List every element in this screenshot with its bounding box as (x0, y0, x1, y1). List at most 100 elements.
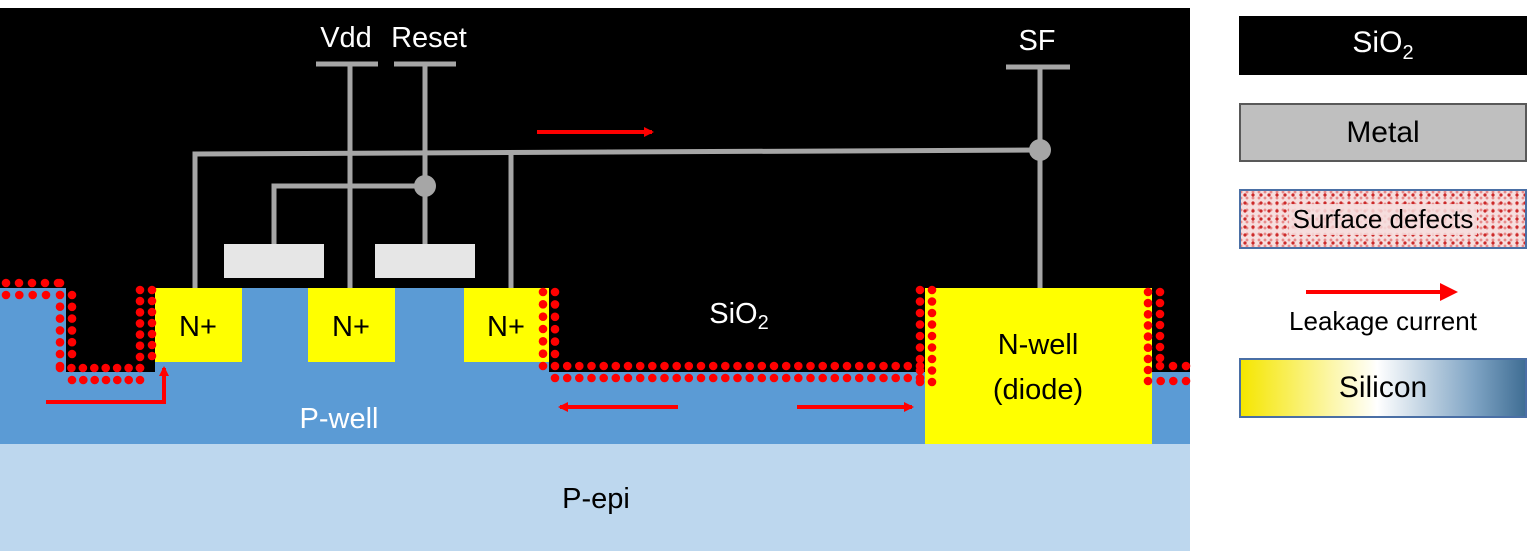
defect-dot (1155, 320, 1165, 330)
defect-dot (915, 297, 925, 306)
defect-dot (587, 373, 596, 383)
defect-dot (67, 337, 77, 347)
defect-dot (55, 349, 65, 359)
defect-dot (14, 290, 24, 300)
defect-dot (550, 337, 560, 346)
defect-dot (67, 314, 77, 323)
defect-dot (927, 377, 937, 387)
defect-dot (1155, 342, 1165, 352)
defect-dot (769, 361, 779, 371)
n-plus-label-2: N+ (332, 311, 370, 343)
defect-dot (696, 361, 706, 371)
defect-dot (135, 285, 145, 295)
defect-dot (757, 361, 767, 371)
defect-dot (55, 278, 65, 288)
sf-label: SF (1018, 25, 1055, 57)
defect-dot (903, 361, 913, 371)
defect-dot (135, 341, 145, 351)
defect-dot (550, 300, 560, 309)
n-plus-region-2 (308, 288, 395, 362)
defect-dot (781, 361, 791, 371)
defect-dot (79, 375, 88, 385)
defect-dot (55, 326, 65, 335)
defect-dot (538, 287, 548, 297)
legend-metal: Metal (1239, 103, 1527, 162)
defect-dot (1155, 353, 1165, 363)
n-plus-region-3 (464, 288, 549, 362)
defect-dot (806, 373, 815, 383)
defect-dot (78, 363, 88, 373)
defect-dot (648, 373, 657, 383)
defect-dot (1143, 343, 1153, 353)
defect-dot (635, 361, 645, 371)
defect-dot (611, 373, 621, 383)
defect-dot (135, 296, 145, 306)
defect-dot (550, 349, 560, 359)
defect-dot (867, 361, 876, 371)
defect-dot (745, 361, 754, 371)
defect-dot (915, 320, 925, 329)
legend-leakage-current-label: Leakage current (1289, 306, 1477, 336)
defect-dot (927, 320, 937, 329)
legend-surface-defects: Surface defects (1239, 189, 1527, 249)
defect-dot (781, 373, 791, 383)
diode-label: (diode) (993, 374, 1083, 406)
defect-dot (927, 354, 937, 364)
defect-dot (67, 363, 76, 373)
legend-silicon-label: Silicon (1338, 371, 1428, 404)
legend-silicon: Silicon (1239, 358, 1527, 418)
defect-dot (806, 361, 815, 371)
defect-dot (587, 361, 596, 371)
defect-dot (67, 326, 77, 335)
defect-dot (1143, 332, 1153, 341)
defect-dot (41, 290, 51, 300)
defect-dot (818, 373, 827, 383)
defect-dot (1, 278, 11, 288)
defect-dot (927, 331, 937, 341)
defect-dot (90, 375, 99, 385)
defect-dot (538, 349, 548, 359)
defect-dot (550, 312, 560, 322)
defect-dot (672, 373, 681, 383)
defect-dot (891, 361, 900, 371)
defect-dot (550, 287, 560, 297)
defect-dot (915, 331, 925, 341)
defect-dot (867, 373, 876, 383)
defect-dot (40, 278, 50, 288)
reset-label: Reset (391, 22, 467, 54)
defect-dot (538, 361, 548, 371)
defect-dot (927, 285, 937, 295)
defect-dot (55, 363, 65, 373)
defect-dot (135, 352, 145, 362)
defect-dot (55, 290, 65, 300)
defect-dot (147, 307, 157, 317)
defect-dot (611, 361, 621, 371)
defect-dot (135, 375, 145, 385)
defect-dot (660, 361, 669, 371)
defect-dot (757, 373, 767, 383)
legend-metal-label: Metal (1346, 115, 1420, 149)
defect-dot (550, 324, 560, 334)
defect-dot (55, 302, 65, 312)
defect-dot (112, 363, 122, 373)
defect-dot (818, 361, 827, 371)
defect-dot (550, 373, 560, 383)
defect-dot (147, 296, 157, 306)
defect-dot (147, 318, 157, 328)
defect-dot (1155, 298, 1165, 308)
defect-dot (147, 351, 157, 361)
defect-dot (562, 373, 572, 383)
defect-dot (538, 337, 548, 346)
defect-dot (648, 361, 657, 371)
sio2-label: SiO2 (709, 298, 768, 334)
defect-dot (113, 375, 122, 385)
defect-dot (1168, 361, 1178, 371)
defect-dot (684, 361, 694, 371)
defect-dot (721, 373, 730, 383)
defect-dot (1143, 354, 1153, 364)
defect-dot (915, 285, 925, 295)
legend-surface-defects-label: Surface defects (1288, 203, 1478, 235)
defect-dot (67, 290, 77, 300)
defect-dot (27, 278, 37, 288)
